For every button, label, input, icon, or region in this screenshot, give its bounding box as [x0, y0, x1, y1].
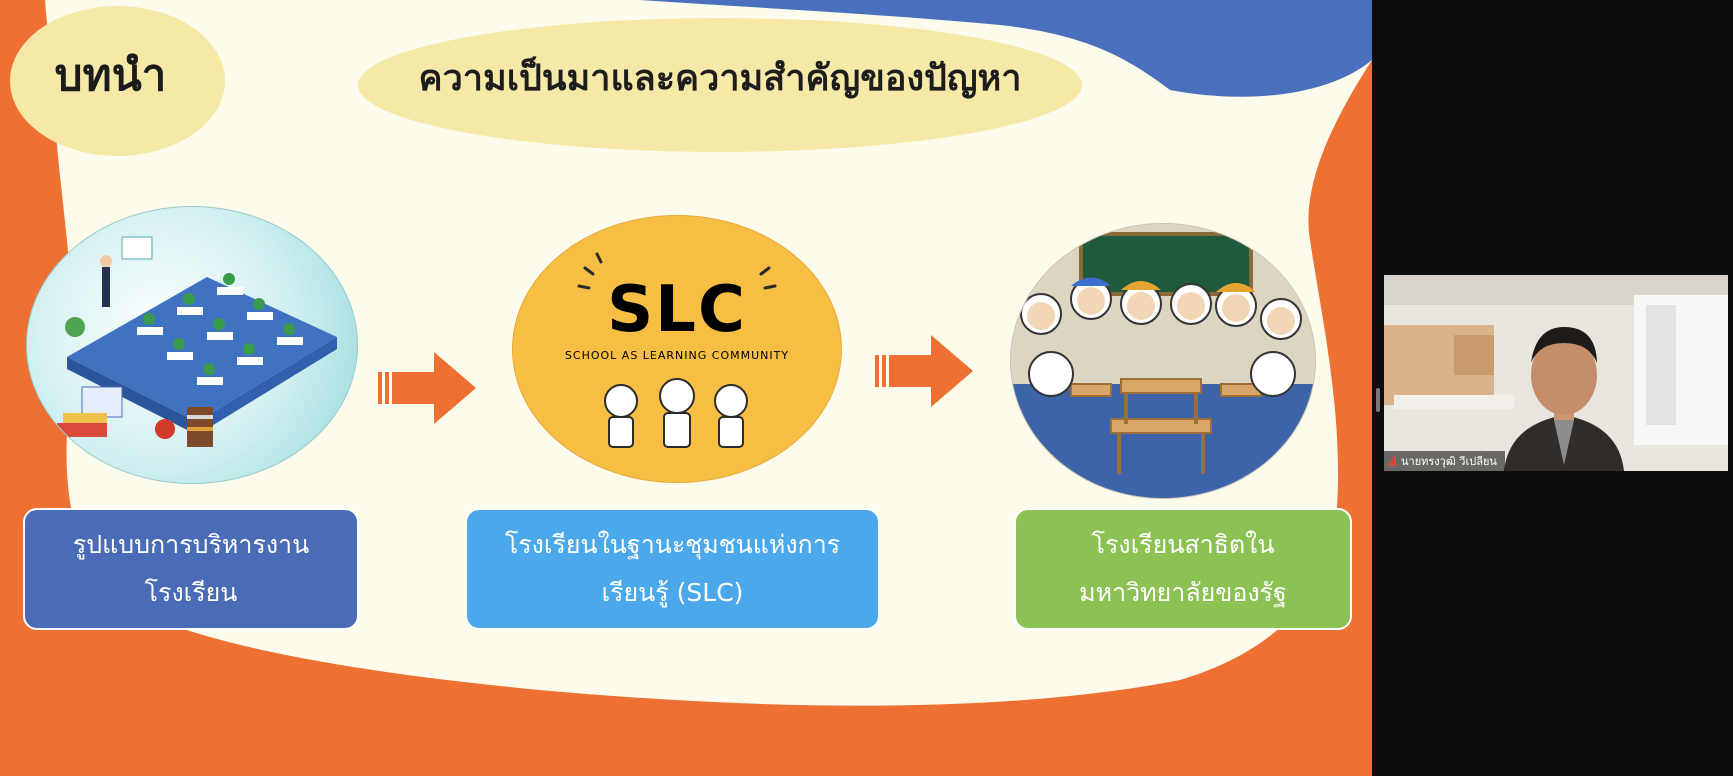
participant-video-tile[interactable]: นายทรงวุฒิ วีเปลียน: [1384, 275, 1728, 471]
step-caption-line: เรียนรู้ (SLC): [601, 578, 744, 607]
demonstration-school-illustration: [1010, 223, 1316, 499]
slide-title-banner: ความเป็นมาและความสำคัญของปัญหา: [358, 18, 1082, 152]
presentation-slide: บทนำ ความเป็นมาและความสำคัญของปัญหา: [0, 0, 1372, 776]
slc-logo: SLC SCHOOL AS LEARNING COMMUNITY: [512, 215, 842, 483]
step-caption-line: มหาวิทยาลัยของรัฐ: [1079, 578, 1287, 607]
slide-title: ความเป็นมาและความสำคัญของปัญหา: [418, 57, 1022, 99]
participant-name-bar: นายทรงวุฒิ วีเปลียน: [1384, 451, 1505, 471]
participant-video-feed: [1384, 275, 1728, 471]
arrow-right-icon: [378, 352, 476, 424]
school-management-illustration: [26, 206, 358, 484]
signal-bars-icon: [1388, 456, 1396, 466]
step-caption-slc: โรงเรียนในฐานะชุมชนแห่งการ เรียนรู้ (SLC…: [465, 508, 880, 630]
slc-logo-subtitle: SCHOOL AS LEARNING COMMUNITY: [565, 349, 789, 362]
step-caption-demonstration-school: โรงเรียนสาธิตใน มหาวิทยาลัยของรัฐ: [1014, 508, 1352, 630]
intro-badge: บทนำ: [10, 6, 225, 156]
step-caption-school-management: รูปแบบการบริหารงาน โรงเรียน: [23, 508, 359, 630]
slc-logo-title: SLC: [607, 273, 747, 347]
panel-resize-handle[interactable]: [1376, 388, 1380, 412]
step-caption-line: โรงเรียนสาธิตใน: [1091, 530, 1275, 559]
step-caption-line: โรงเรียนในฐานะชุมชนแห่งการ: [504, 530, 841, 559]
step-caption-line: รูปแบบการบริหารงาน: [72, 530, 310, 559]
intro-badge-label: บทนำ: [54, 50, 167, 101]
step-caption-line: โรงเรียน: [144, 578, 238, 607]
arrow-right-icon: [875, 335, 973, 407]
participant-name: นายทรงวุฒิ วีเปลียน: [1401, 455, 1497, 468]
